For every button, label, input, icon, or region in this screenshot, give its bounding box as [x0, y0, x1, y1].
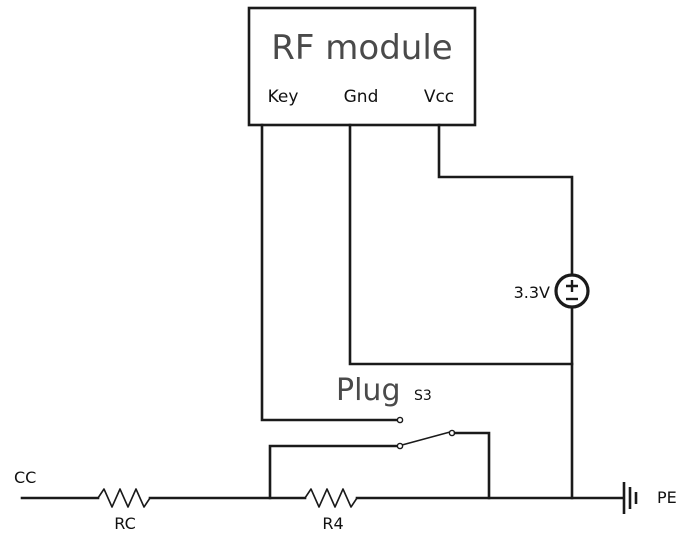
terminal-pe-label: PE — [657, 488, 677, 507]
ground-symbol — [622, 482, 638, 514]
resistor-r4-label: R4 — [322, 514, 343, 533]
switch-contact-left — [396, 442, 404, 450]
rf-module: RF module Key Gnd Vcc — [247, 6, 477, 127]
pin-gnd-label: Gnd — [344, 87, 379, 107]
gnd-wire — [348, 123, 574, 366]
plug-label: Plug — [336, 373, 400, 408]
vcc-wire — [437, 123, 574, 277]
switch-left-wire — [268, 444, 400, 500]
voltage-source-plus — [566, 280, 578, 292]
pin-vcc-label: Vcc — [424, 87, 454, 107]
resistor-rc — [97, 488, 151, 508]
resistor-r4 — [304, 488, 358, 508]
rf-module-title: RF module — [271, 28, 452, 68]
switch-right-wire — [453, 431, 491, 500]
switch-s3 — [268, 429, 491, 500]
pin-key-label: Key — [268, 87, 299, 107]
switch-lever — [401, 431, 451, 446]
key-wire — [260, 123, 400, 422]
rf-module-box — [247, 6, 477, 127]
plug-contact-upper — [396, 416, 404, 424]
resistor-rc-label: RC — [114, 514, 136, 533]
terminal-cc-label: CC — [14, 468, 36, 487]
voltage-source: 3.3V — [514, 273, 590, 309]
switch-label: S3 — [414, 388, 432, 404]
voltage-source-label: 3.3V — [514, 283, 550, 302]
